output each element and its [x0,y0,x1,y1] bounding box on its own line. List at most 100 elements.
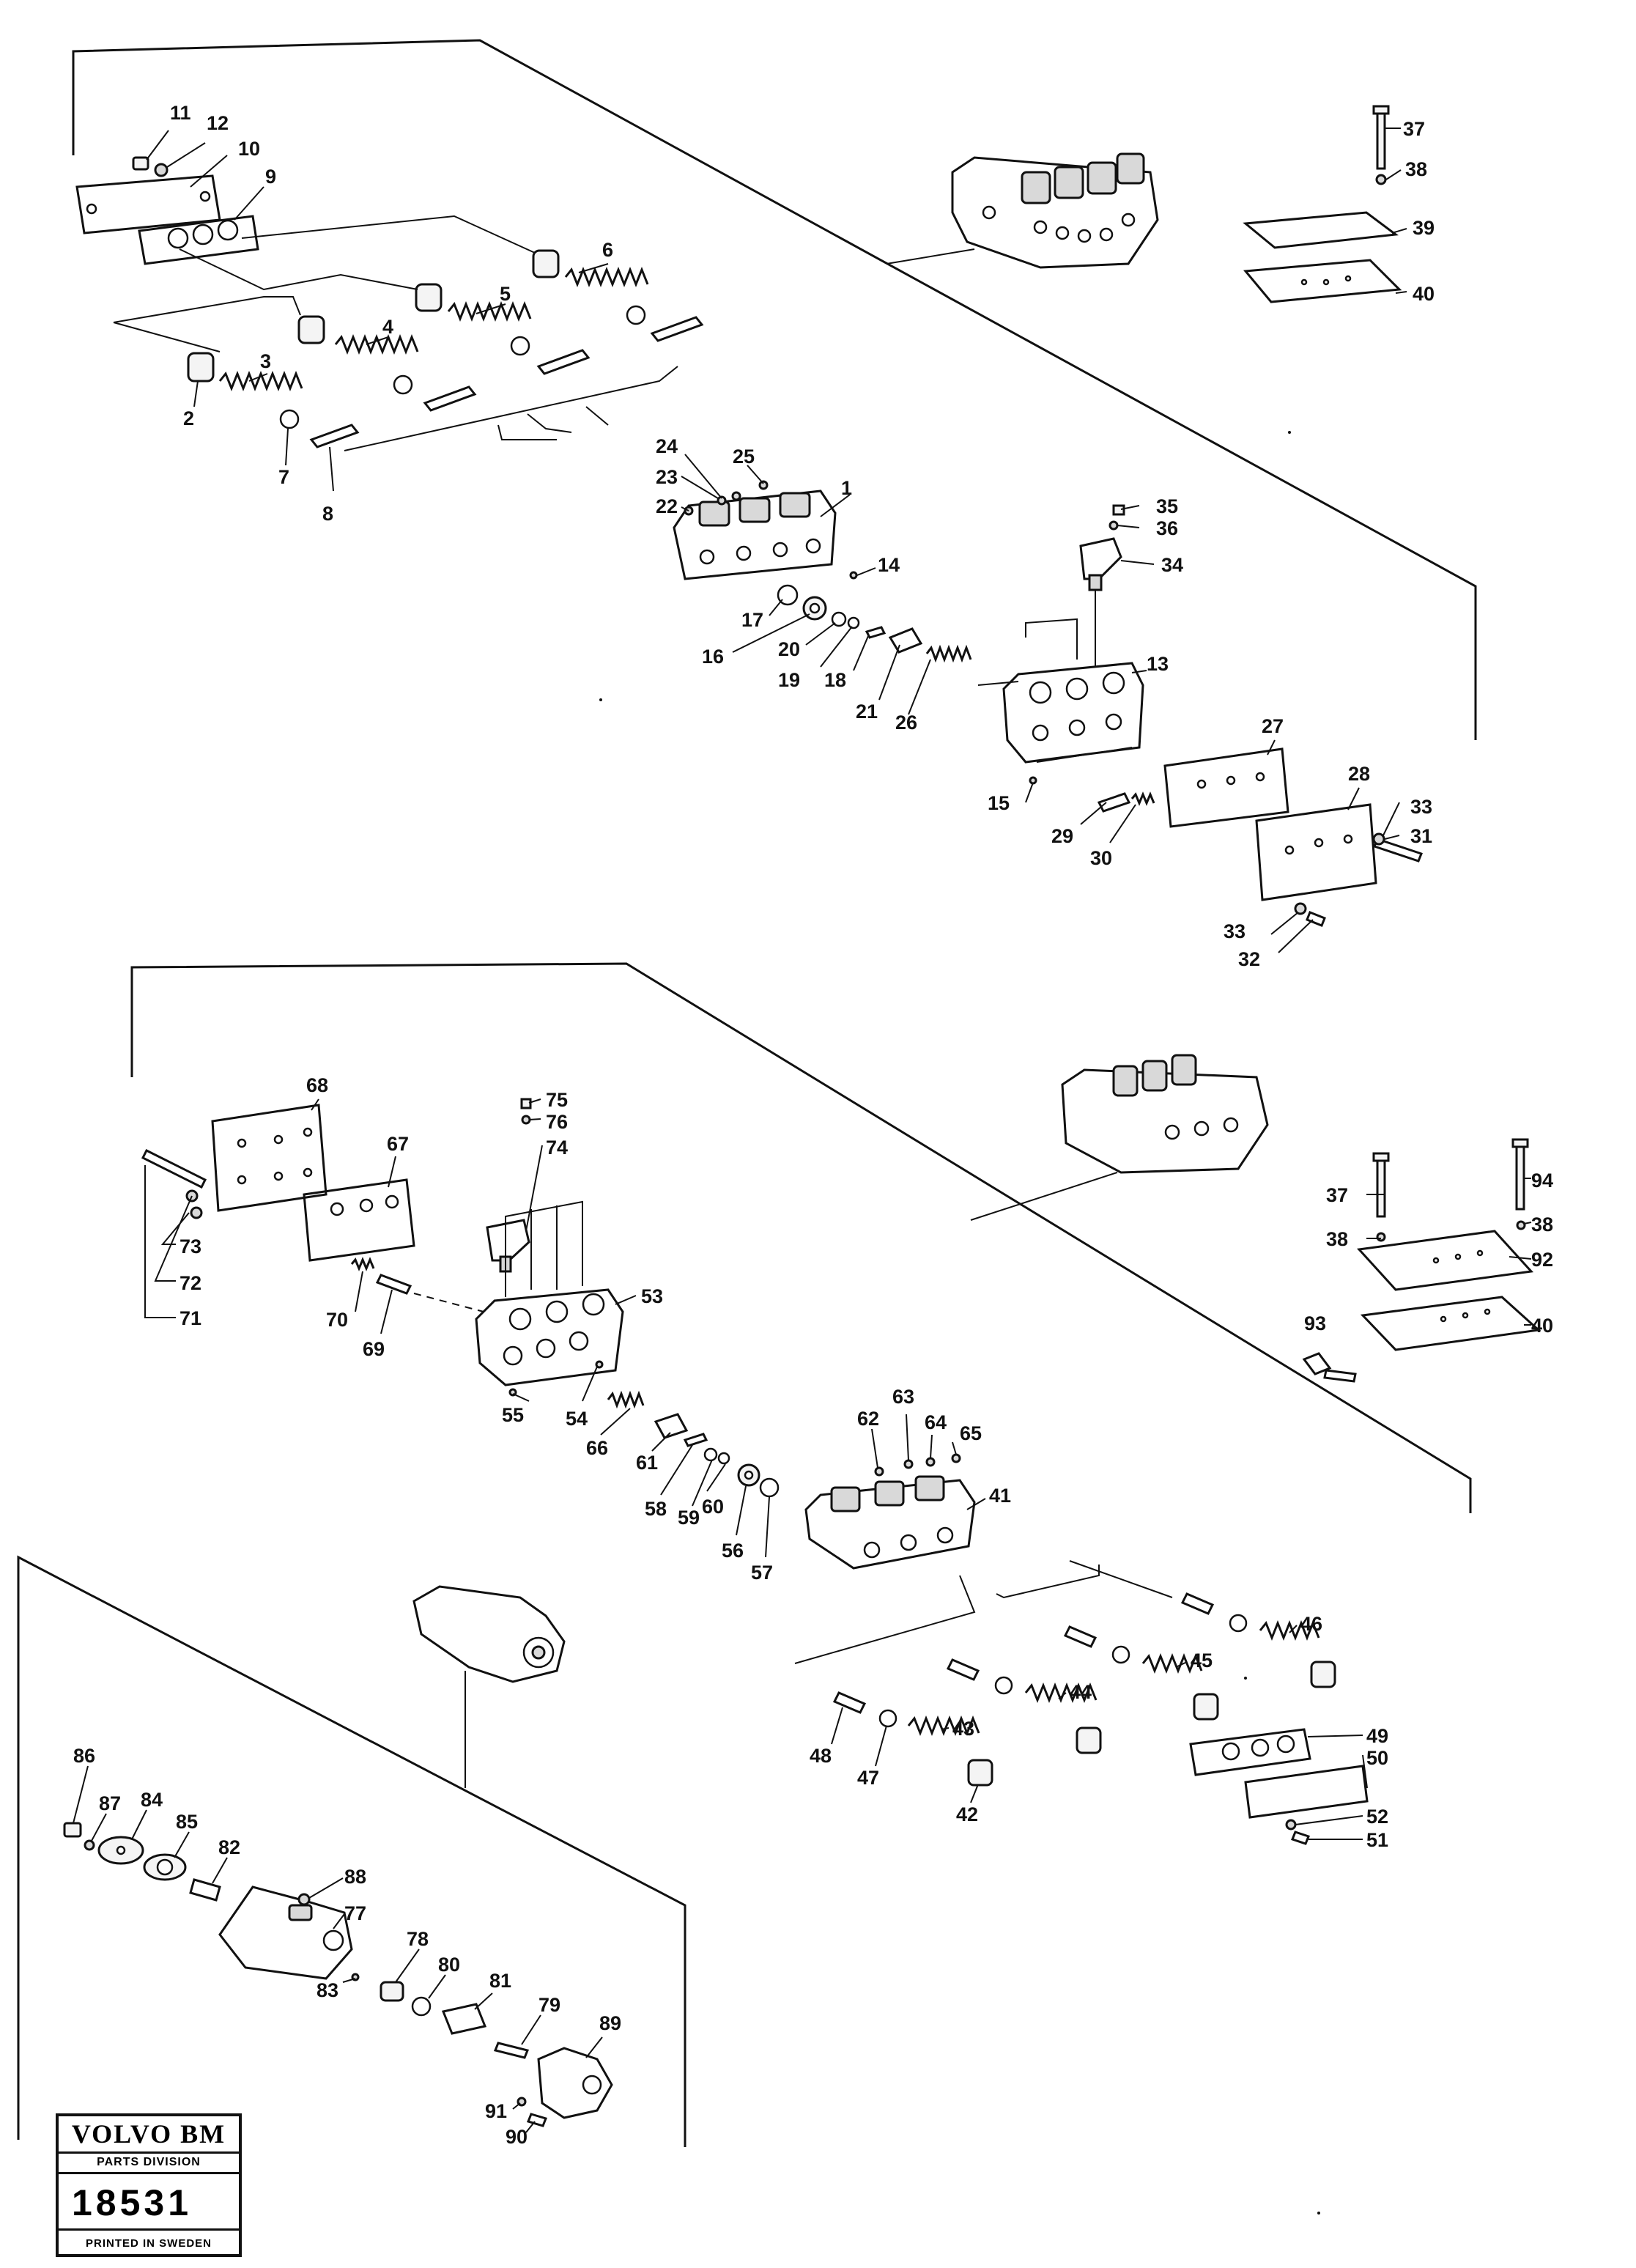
callout-38-right: 38 [1531,1214,1553,1235]
callout-69: 69 [363,1338,385,1360]
callout-42: 42 [956,1803,978,1825]
callout-4: 4 [382,316,393,338]
callout-3: 3 [260,350,271,372]
callout-33-right: 33 [1410,796,1432,818]
callouts-top: 11 12 10 9 6 5 4 3 2 7 8 24 25 23 22 1 1… [170,102,1435,970]
callout-18: 18 [824,669,846,691]
callout-12: 12 [207,112,229,134]
spring-45 [1141,1652,1203,1674]
callout-5: 5 [500,283,511,305]
plug-56 [737,1463,760,1487]
solenoid-89 [537,2047,613,2119]
callout-25: 25 [733,446,755,468]
gasket-27 [1163,747,1289,828]
callout-48: 48 [810,1745,832,1767]
solenoid-valve-74 [486,1219,530,1293]
sleeve-82 [189,1878,221,1902]
bolt-94 [1511,1138,1529,1211]
o-ring-80 [411,1996,432,2017]
callout-19: 19 [778,669,800,691]
callout-28: 28 [1348,763,1370,785]
callout-34: 34 [1161,554,1183,576]
cover-plate-10 [75,174,221,234]
screw-51 [1291,1831,1310,1845]
cover-plate-68 [211,1104,327,1212]
callout-37-top: 37 [1403,118,1425,140]
valve-body-1 [673,490,837,580]
bolt-37-middle [1372,1152,1390,1218]
washer-19-20 [831,611,860,629]
bolt-37-top [1372,105,1390,170]
spring-5 [447,300,532,322]
callout-57: 57 [751,1562,773,1584]
callout-52: 52 [1366,1806,1388,1828]
frame-middle [130,962,1472,1513]
frame-bottom [17,1555,686,2147]
cover-plate-28 [1255,803,1377,901]
screw-90 [526,2113,548,2127]
screw-35 [1112,504,1125,516]
spring-26 [925,644,972,663]
callout-35: 35 [1156,495,1178,517]
valve-assembly-thumbnail-top [951,152,1159,269]
plug-54 [595,1360,604,1369]
plugs-62-65 [874,1453,961,1477]
screw-75 [520,1098,532,1109]
callout-84: 84 [141,1789,163,1811]
spring-4 [334,333,419,355]
callout-46: 46 [1300,1613,1322,1635]
gasket-40-middle [1360,1296,1541,1351]
callout-8: 8 [322,503,333,525]
callout-55: 55 [502,1404,524,1426]
solenoid-valve-34 [1079,537,1122,667]
valve-spool-8 [309,316,704,448]
callout-62: 62 [857,1408,879,1430]
callout-59: 59 [678,1507,700,1529]
leader-lines-bottom [73,1765,603,2133]
connector-93 [1302,1352,1357,1383]
callout-72: 72 [179,1272,201,1294]
callout-10: 10 [238,138,260,160]
callout-66: 66 [586,1437,608,1459]
gasket-plate-9 [138,215,259,265]
logo-division: PARTS DIVISION [59,2153,239,2174]
plug-6-top [532,249,560,278]
callout-7: 7 [278,466,289,488]
callout-71: 71 [179,1307,201,1329]
gasket-40-top [1243,259,1402,303]
washer-36 [1108,520,1119,531]
screw-32 [1306,911,1326,927]
callout-54: 54 [566,1408,588,1430]
plug-15 [1029,776,1037,785]
callout-22: 22 [656,495,678,517]
callout-6: 6 [602,239,613,261]
callout-93: 93 [1304,1312,1326,1334]
callout-87: 87 [99,1792,121,1814]
callout-86: 86 [73,1745,95,1767]
callout-73: 73 [179,1235,201,1257]
spring-30 [1130,791,1155,806]
callout-13: 13 [1147,653,1169,675]
callout-79: 79 [538,1994,560,2016]
callout-85: 85 [176,1811,198,1833]
callout-60: 60 [702,1496,724,1518]
callout-21: 21 [856,701,878,723]
callout-11: 11 [170,102,191,124]
callout-14: 14 [878,554,900,576]
callout-38-left: 38 [1326,1228,1348,1250]
spring-6 [564,266,649,288]
gasket-85 [143,1853,187,1881]
callout-43: 43 [952,1718,974,1740]
callout-70: 70 [326,1309,348,1331]
spring-43 [907,1715,980,1737]
callout-94: 94 [1531,1170,1553,1192]
callout-75: 75 [546,1089,568,1111]
callout-30: 30 [1090,847,1112,869]
callout-37-middle: 37 [1326,1184,1348,1206]
washer-76 [521,1115,531,1125]
screw-86 [63,1822,82,1838]
valve-body-41 [804,1475,976,1570]
callout-83: 83 [317,1979,338,2001]
callout-45: 45 [1191,1650,1213,1672]
callout-77: 77 [344,1902,366,1924]
